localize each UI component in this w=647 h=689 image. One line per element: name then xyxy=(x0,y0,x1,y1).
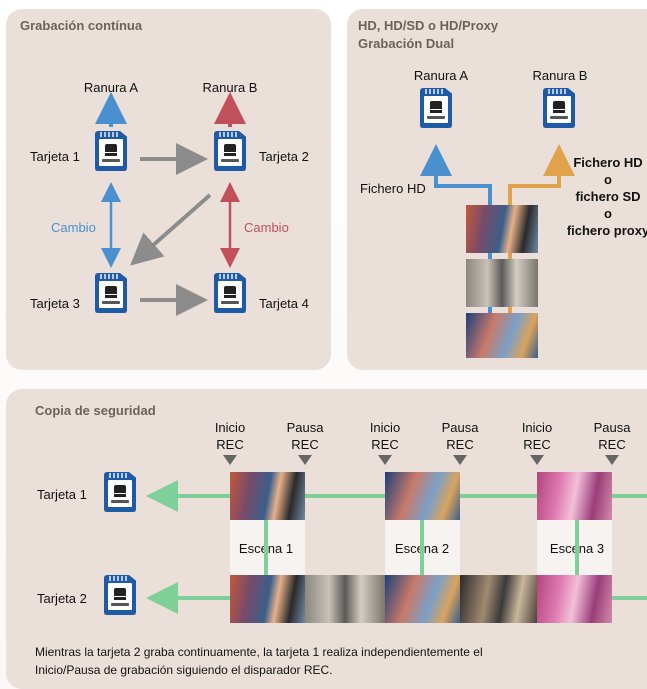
sd-card-icon xyxy=(104,575,136,615)
photo-thumbnail xyxy=(230,575,305,623)
slot-a-label: Ranura A xyxy=(413,68,469,83)
sd-card-icon xyxy=(214,273,246,313)
marker-label: REC xyxy=(523,437,551,452)
panel-title-line2: Grabación Dual xyxy=(358,36,455,51)
card1-label: Tarjeta 1 xyxy=(30,149,80,164)
sd-card-icon xyxy=(95,131,127,171)
file-hd-label: Fichero HD xyxy=(360,181,426,196)
arrow-file-to-slot-b xyxy=(508,144,575,205)
sd-card-icon xyxy=(543,88,575,128)
change-label-left: Cambio xyxy=(51,220,96,235)
photo-thumbnail xyxy=(537,472,612,520)
file-b-line5: fichero proxy xyxy=(566,223,647,238)
photo-thumbnail xyxy=(466,205,538,253)
photo-thumbnail xyxy=(466,313,538,358)
photo-thumbnail xyxy=(460,575,537,623)
panel-dual-recording xyxy=(347,9,647,370)
rec-marker-triangle xyxy=(605,455,619,465)
file-b-line2: o xyxy=(604,172,612,187)
rec-marker-triangle xyxy=(378,455,392,465)
rec-marker-triangle xyxy=(453,455,467,465)
photo-thumbnail xyxy=(385,472,460,520)
card3-label: Tarjeta 3 xyxy=(30,296,80,311)
sd-card-icon xyxy=(214,131,246,171)
arrow-hd-to-slot-a xyxy=(420,144,492,205)
panel-continuous-recording xyxy=(6,9,331,370)
rec-marker-triangle xyxy=(530,455,544,465)
card1-label: Tarjeta 1 xyxy=(37,487,87,502)
arrow-card2-to-card3 xyxy=(130,193,212,266)
photo-thumbnail xyxy=(537,575,612,623)
marker-label: REC xyxy=(291,437,319,452)
file-b-line1: Fichero HD xyxy=(573,155,643,170)
file-b-line4: o xyxy=(604,206,612,221)
sd-card-icon xyxy=(420,88,452,128)
card2-label: Tarjeta 2 xyxy=(259,149,309,164)
rec-marker-triangle xyxy=(223,455,237,465)
marker-label: REC xyxy=(598,437,626,452)
sd-card-icon xyxy=(95,273,127,313)
marker-label: Inicio xyxy=(521,420,553,435)
footnote-line1: Mientras la tarjeta 2 graba continuament… xyxy=(35,645,483,659)
rec-marker-triangle xyxy=(298,455,312,465)
marker-label: Inicio xyxy=(214,420,246,435)
marker-label: Pausa xyxy=(593,420,631,435)
slot-a-label: Ranura A xyxy=(83,80,139,95)
panel-title-line1: HD, HD/SD o HD/Proxy xyxy=(358,18,499,33)
photo-thumbnail xyxy=(466,259,538,307)
photo-thumbnail xyxy=(385,575,460,623)
slot-b-label: Ranura B xyxy=(202,80,258,95)
marker-label: REC xyxy=(371,437,399,452)
footnote: Mientras la tarjeta 2 graba continuament… xyxy=(35,643,615,679)
file-b-line3: fichero SD xyxy=(575,189,641,204)
marker-label: Pausa xyxy=(441,420,479,435)
panel-title: Copia de seguridad xyxy=(35,403,156,418)
change-label-right: Cambio xyxy=(244,220,289,235)
marker-label: Inicio xyxy=(369,420,401,435)
marker-label: REC xyxy=(446,437,474,452)
photo-thumbnail xyxy=(230,472,305,520)
sd-card-icon xyxy=(104,472,136,512)
slot-b-label: Ranura B xyxy=(532,68,588,83)
panel-title: Grabación contínua xyxy=(20,18,143,33)
footnote-line2: Inicio/Pausa de grabación siguiendo el d… xyxy=(35,663,333,677)
marker-label: REC xyxy=(216,437,244,452)
photo-thumbnail xyxy=(305,575,385,623)
card2-label: Tarjeta 2 xyxy=(37,591,87,606)
card4-label: Tarjeta 4 xyxy=(259,296,309,311)
marker-label: Pausa xyxy=(286,420,324,435)
